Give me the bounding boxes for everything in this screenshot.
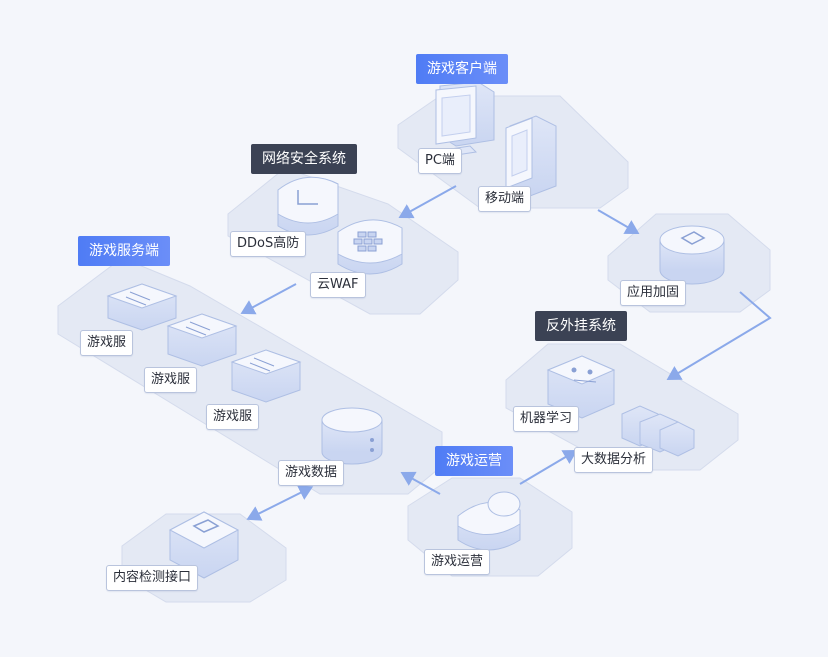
robot-icon xyxy=(546,355,616,419)
connectors xyxy=(240,185,772,521)
label-game-server-3: 游戏服 xyxy=(206,404,260,430)
arrow-operation-to-bigdata xyxy=(519,449,578,485)
label-waf: 云WAF xyxy=(310,272,366,298)
header-game-server: 游戏服务端 xyxy=(78,236,170,266)
arrow-operation-to-data xyxy=(400,471,441,495)
server-icon xyxy=(230,349,302,403)
label-machine-learning: 机器学习 xyxy=(513,406,580,432)
arrow-client-to-hardening xyxy=(597,209,640,235)
label-app-hardening: 应用加固 xyxy=(620,280,687,306)
header-game-client: 游戏客户端 xyxy=(416,54,508,84)
label-ddos: DDoS高防 xyxy=(230,231,307,257)
label-mobile: 移动端 xyxy=(478,186,532,212)
label-big-data: 大数据分析 xyxy=(574,447,654,473)
platforms xyxy=(57,95,771,603)
mobile-phone-icon xyxy=(505,115,557,197)
arrow-security-to-server xyxy=(240,283,297,315)
label-game-server-1: 游戏服 xyxy=(80,330,134,356)
arrow-hardening-to-anticheat xyxy=(666,291,772,381)
data-cluster-icon xyxy=(621,405,695,457)
pc-monitor-icon xyxy=(435,81,495,157)
arrow-client-to-security xyxy=(398,185,457,219)
firewall-shield-icon xyxy=(337,219,403,275)
api-plug-icon xyxy=(168,511,240,579)
label-operation: 游戏运营 xyxy=(424,549,491,575)
database-icon xyxy=(321,407,383,465)
header-anti-cheat: 反外挂系统 xyxy=(535,311,627,341)
server-icon xyxy=(106,283,178,331)
user-icon xyxy=(457,491,521,551)
server-icon xyxy=(166,313,238,367)
label-pc: PC端 xyxy=(418,148,462,174)
header-network-security: 网络安全系统 xyxy=(251,144,357,174)
lock-icon xyxy=(659,225,725,285)
label-game-data: 游戏数据 xyxy=(278,460,345,486)
header-game-operation: 游戏运营 xyxy=(435,446,513,476)
label-game-server-2: 游戏服 xyxy=(144,367,198,393)
shield-icon xyxy=(277,176,339,236)
arrow-data-content xyxy=(246,485,314,521)
label-content-api: 内容检测接口 xyxy=(106,565,199,591)
